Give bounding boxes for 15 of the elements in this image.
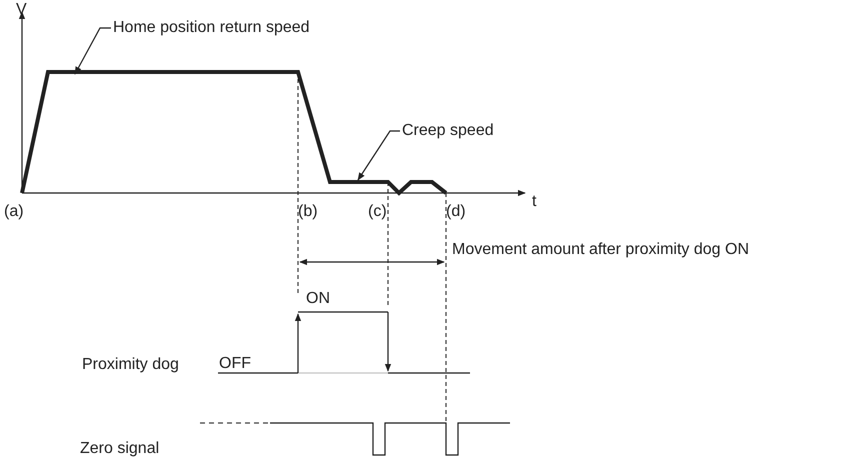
leader-line bbox=[74, 27, 111, 75]
dimension-label: Movement amount after proximity dog ON bbox=[452, 241, 750, 259]
point-label: (d) bbox=[446, 203, 466, 221]
curve-label: Creep speed bbox=[402, 122, 494, 140]
axis-label: t bbox=[532, 193, 536, 211]
point-label: (a) bbox=[4, 203, 24, 221]
leader-line bbox=[358, 130, 400, 181]
point-label: (c) bbox=[368, 203, 387, 221]
signal-label: Zero signal bbox=[80, 440, 160, 458]
point-label: (b) bbox=[298, 203, 318, 221]
signal-label: Proximity dog bbox=[82, 356, 179, 374]
speed-curve bbox=[20, 70, 448, 196]
state-label: ON bbox=[306, 290, 330, 308]
curve-label: Home position return speed bbox=[113, 19, 310, 37]
state-label: OFF bbox=[219, 355, 251, 373]
